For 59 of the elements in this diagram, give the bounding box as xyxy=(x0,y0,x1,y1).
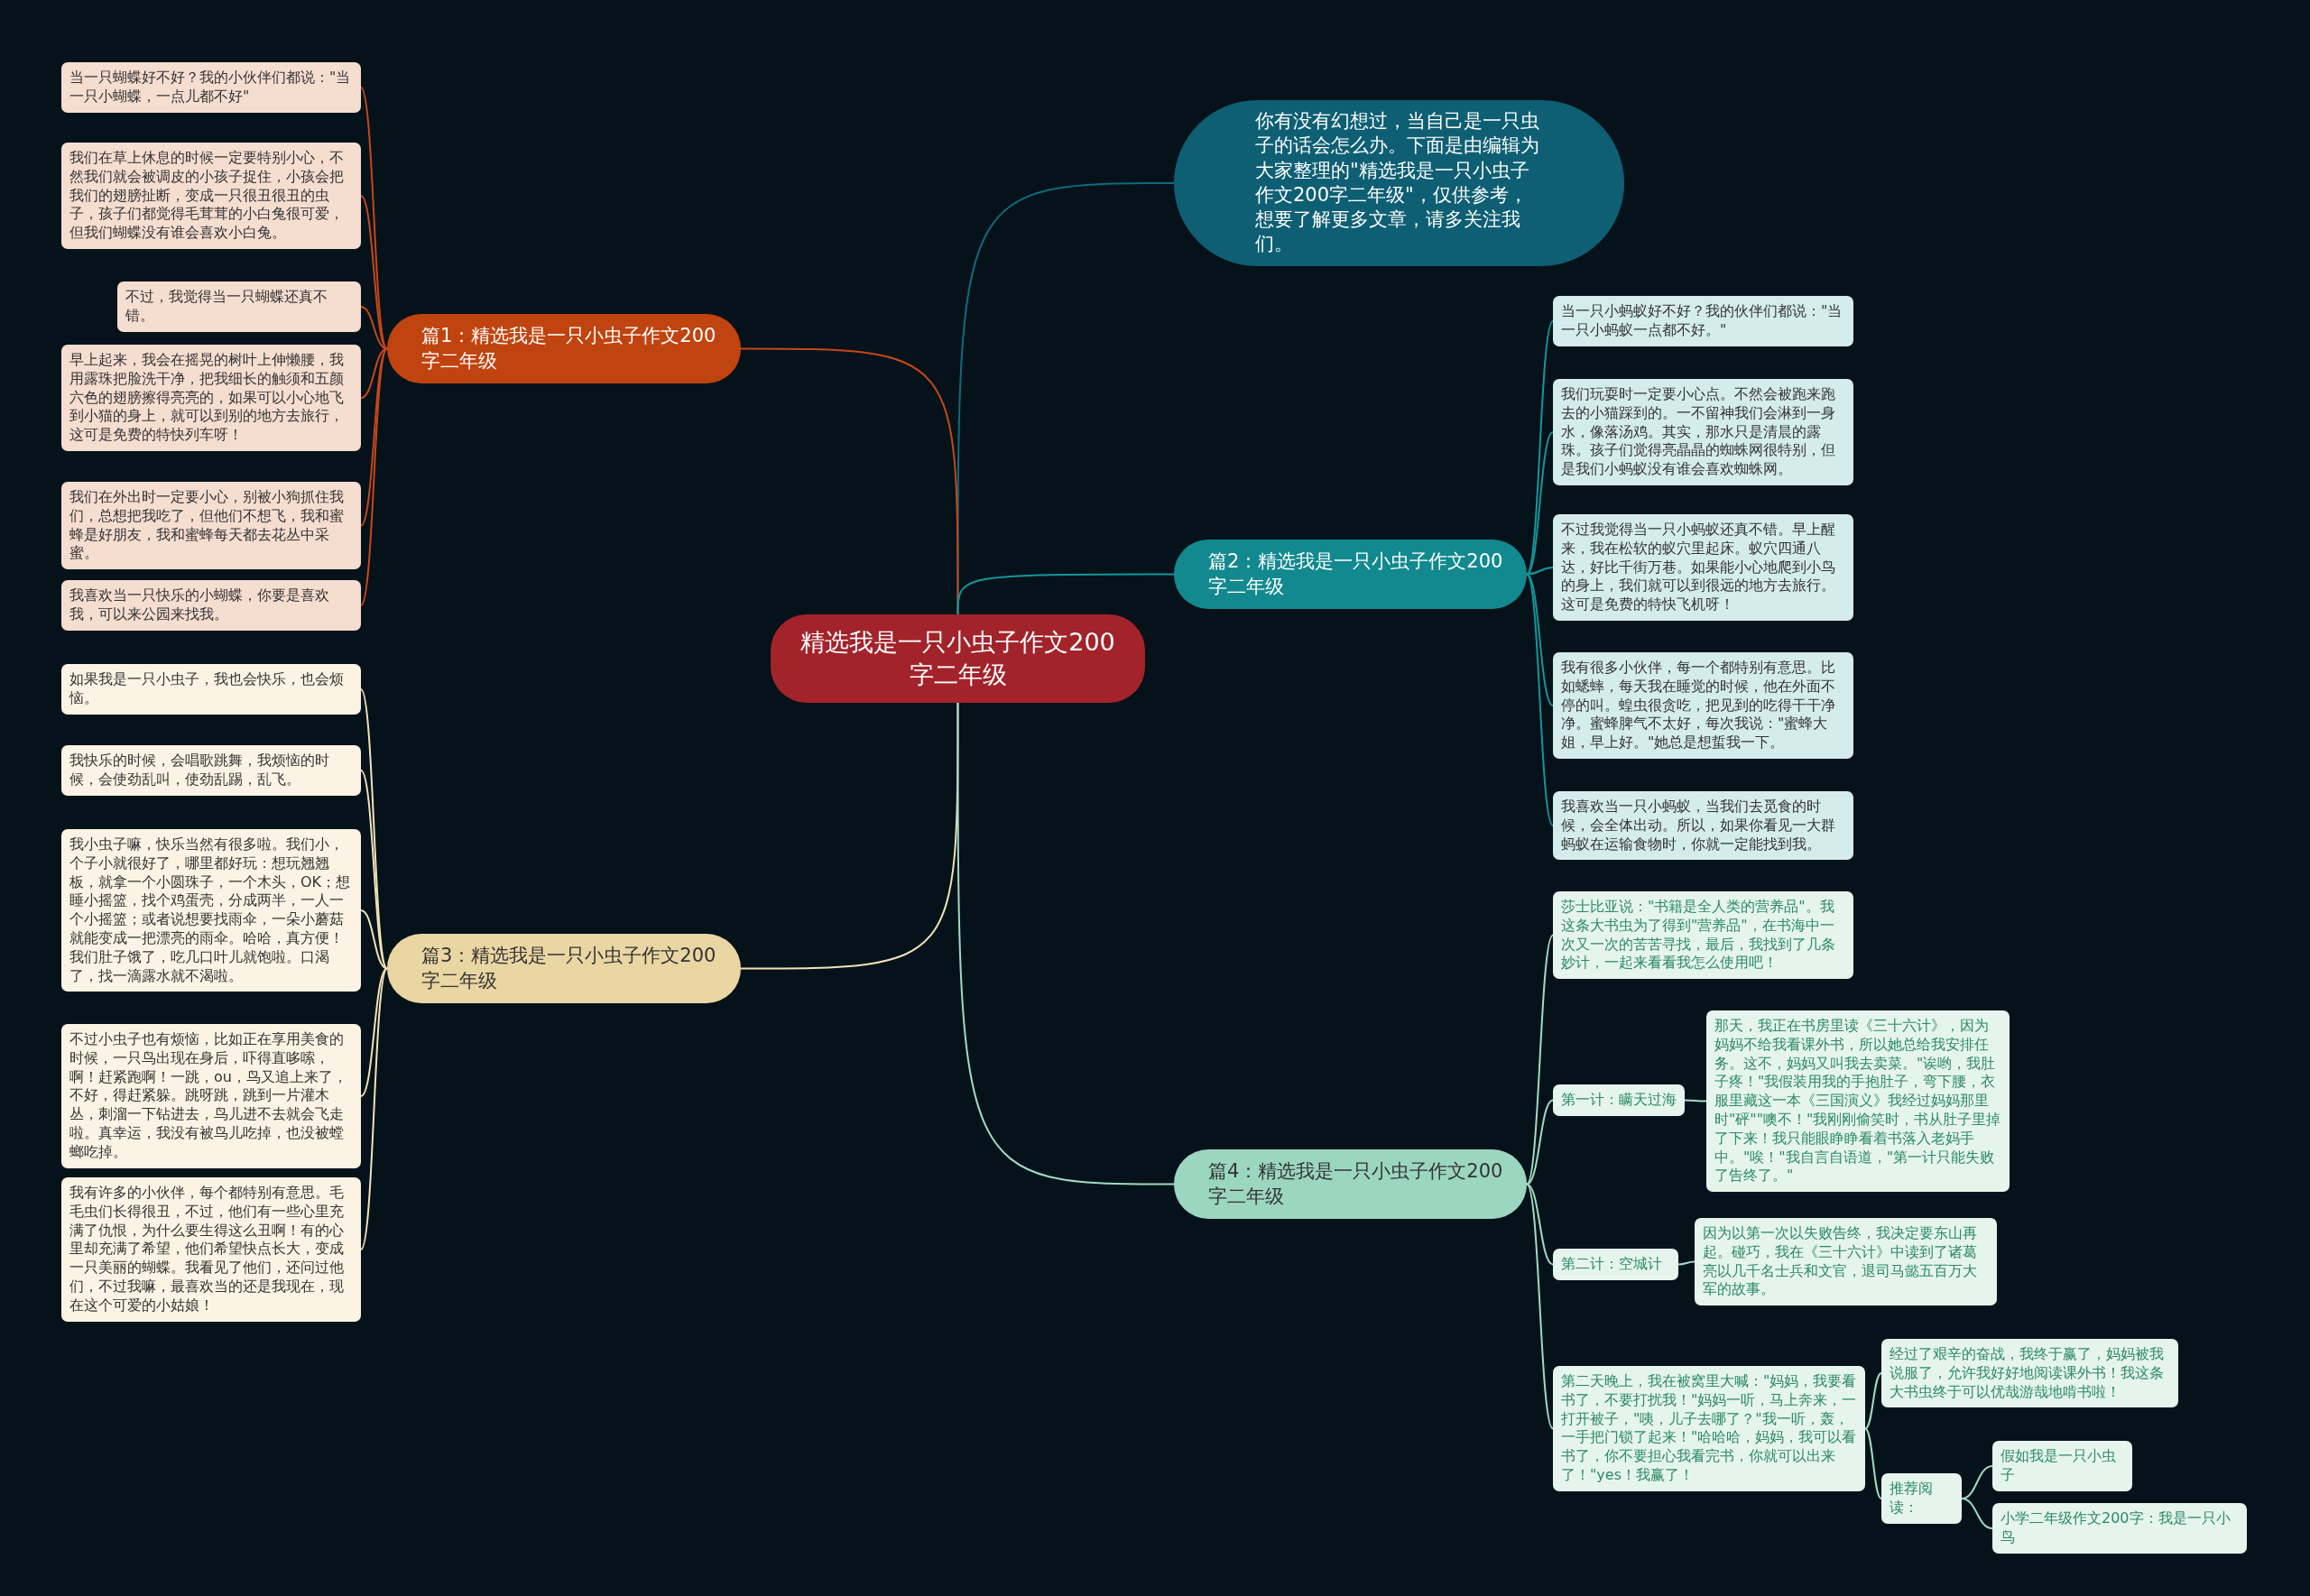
branch-topic: 篇1：精选我是一只小虫子作文200字二年级 xyxy=(387,314,741,383)
branch-topic: 篇3：精选我是一只小虫子作文200字二年级 xyxy=(387,934,741,1003)
connector xyxy=(1526,934,1554,1185)
connector xyxy=(1526,573,1554,706)
text-card: 莎士比亚说："书籍是全人类的营养品"。我这条大书虫为了得到"营养品"，在书海中一次又一次的苦苦寻找，最后，我找到了几条妙计，一起来看看我怎么使用吧！ xyxy=(1553,891,1853,980)
text-card: 我们在草上休息的时候一定要特别小心，不然我们就会被调皮的小孩子捉住，小孩会把我们的翅膀扯断，变成一只很丑很丑的虫子，孩子们都觉得毛茸茸的小白兔很可爱，但我们蝴蝶没有谁会喜欢小白兔。 xyxy=(61,143,361,249)
text-card: 早上起来，我会在摇晃的树叶上伸懒腰，我用露珠把脸洗干净，把我细长的触须和五颜六色的翅膀擦得亮亮的，如果可以小心地飞到小猫的身上，就可以到别的地方去旅行，这可是免费的特快列车呀！ xyxy=(61,345,361,451)
text-card: 如果我是一只小虫子，我也会快乐，也会烦恼。 xyxy=(61,664,361,715)
text-card: 我快乐的时候，会唱歌跳舞，我烦恼的时候，会使劲乱叫，使劲乱踢，乱飞。 xyxy=(61,745,361,796)
connector xyxy=(360,347,388,399)
text-card: 假如我是一只小虫子 xyxy=(1992,1441,2132,1491)
central-topic: 精选我是一只小虫子作文200字二年级 xyxy=(771,614,1145,703)
text-card: 那天，我正在书房里读《三十六计》，因为妈妈不给我看课外书，所以她总给我安排任务。这不，妈妈又叫我去卖菜。"诶哟，我肚子疼！"我假装用我的手抱肚子，弯下腰，衣服里藏这一本《三国演义》我经过妈妈那里时"砰""噢不！"我刚刚偷笑时，书从肚子里掉了下来！我只能眼睁睁看着书落入老妈手中。"唉！"我自言自语道，"第一计只能失败了告终了。" xyxy=(1706,1010,2010,1193)
text-card: 不过小虫子也有烦恼，比如正在享用美食的时候，一只鸟出现在身后，吓得直哆嗦，啊！赶紧跑啊！一跳，ou，鸟又追上来了，不好，得赶紧躲。跳呀跳，跳到一片灌木丛，刺溜一下钻进去，鸟儿进不去就会飞走啦。真幸运，我没有被鸟儿吃掉，也没被螳螂吃掉。 xyxy=(61,1024,361,1168)
text-card: 第二天晚上，我在被窝里大喊："妈妈，我要看书了，不要打扰我！"妈妈一听，马上奔来，一打开被子，"咦，儿子去哪了？"我一听，轰，一手把门锁了起来！"哈哈哈，妈妈，我可以看书了，你不要担心我看完书，你就可以出来了！"yes！我赢了！ xyxy=(1553,1366,1865,1491)
text-card: 不过我觉得当一只小蚂蚁还真不错。早上醒来，我在松软的蚁穴里起床。蚁穴四通八达，好比千街万巷。如果能小心地爬到小鸟的身上，我们就可以到很远的地方去旅行。这可是免费的特快飞机呀！ xyxy=(1553,514,1853,621)
connector xyxy=(360,347,388,606)
connector xyxy=(1526,573,1554,826)
connector xyxy=(360,770,388,970)
text-card: 小学二年级作文200字：我是一只小鸟 xyxy=(1992,1503,2247,1554)
connector xyxy=(360,347,388,527)
connector xyxy=(1526,1099,1554,1185)
text-card: 我喜欢当一只小蚂蚁，当我们去觅食的时候，会全体出动。所以，如果你看见一大群蚂蚁在运输食物时，你就一定能找到我。 xyxy=(1553,791,1853,861)
branch-topic: 篇4：精选我是一只小虫子作文200字二年级 xyxy=(1174,1149,1527,1219)
connector xyxy=(1526,1183,1554,1266)
text-card: 当一只小蚂蚁好不好？我的伙伴们都说："当一只小蚂蚁一点都不好。" xyxy=(1553,296,1853,346)
connector xyxy=(1526,567,1554,576)
connector xyxy=(956,182,1175,615)
text-card: 我有许多的小伙伴，每个都特别有意思。毛毛虫们长得很丑，不过，他们有一些心里充满了仇恨，为什么要生得这么丑啊！有的心里却充满了希望，他们希望快点长大，变成一只美丽的蝴蝶。我看见了他们，还问过他们，不过我嘛，最喜欢当的还是我现在，现在这个可爱的小姑娘！ xyxy=(61,1177,361,1322)
connector xyxy=(360,967,388,1250)
intro-bubble: 你有没有幻想过，当自己是一只虫子的话会怎么办。下面是由编辑为大家整理的"精选我是一只小虫子作文200字二年级"，仅供参考，想要了解更多文章，请多关注我们。 xyxy=(1174,100,1624,266)
connector xyxy=(740,702,959,970)
connector xyxy=(360,967,388,1097)
connector xyxy=(1526,1183,1554,1430)
connector xyxy=(1684,1099,1707,1102)
text-card: 我有很多小伙伴，每一个都特别有意思。比如蟋蟀，每天我在睡觉的时候，他在外面不停的叫。蝗虫很贪吃，把见到的吃得干干净净。蜜蜂脾气不太好，每次我说："蜜蜂大姐，早上好。"她总是想蜇我一下。 xyxy=(1553,652,1853,759)
text-card: 第二计：空城计 xyxy=(1553,1249,1678,1280)
connector xyxy=(1677,1260,1696,1266)
text-card: 当一只蝴蝶好不好？我的小伙伴们都说："当一只小蝴蝶，一点儿都不好" xyxy=(61,62,361,113)
connector xyxy=(360,909,388,970)
connector xyxy=(1864,1372,1882,1430)
connector xyxy=(1526,320,1554,576)
connector xyxy=(1961,1498,1993,1529)
text-card: 因为以第一次以失败告终，我决定要东山再起。碰巧，我在《三十六计》中读到了诸葛亮以几千名士兵和文官，退司马懿五百万大军的故事。 xyxy=(1695,1218,1997,1306)
text-card: 我小虫子嘛，快乐当然有很多啦。我们小，个子小就很好了，哪里都好玩：想玩翘翘板，就拿一个小圆珠子，一个木头，OK；想睡小摇篮，找个鸡蛋壳，分成两半，一人一个小摇篮；或者说想要找雨伞，一朵小蘑菇就能变成一把漂亮的雨伞。哈哈，真方便！我们肚子饿了，吃几口叶儿就饱啦。口渴了，找一滴露水就不渴啦。 xyxy=(61,829,361,992)
text-card: 我们在外出时一定要小心，别被小狗抓住我们，总想把我吃了，但他们不想飞，我和蜜蜂是好朋友，我和蜜蜂每天都去花丛中采蜜。 xyxy=(61,482,361,570)
connector xyxy=(1526,431,1554,576)
connector xyxy=(360,306,388,350)
text-card: 我喜欢当一只快乐的小蝴蝶，你要是喜欢我，可以来公园来找我。 xyxy=(61,580,361,631)
text-card: 经过了艰辛的奋战，我终于赢了，妈妈被我说服了，允许我好好地阅读课外书！我这条大书虫终于可以优哉游哉地啃书啦！ xyxy=(1881,1339,2178,1408)
connector xyxy=(956,573,1175,615)
text-card: 第一计：瞒天过海 xyxy=(1553,1084,1685,1116)
connector xyxy=(1864,1427,1882,1499)
branch-topic: 篇2：精选我是一只小虫子作文200字二年级 xyxy=(1174,540,1527,609)
connector xyxy=(956,702,1175,1185)
text-card: 推荐阅读： xyxy=(1881,1473,1962,1524)
text-card: 不过，我觉得当一只蝴蝶还真不错。 xyxy=(117,281,361,332)
connector xyxy=(360,195,388,350)
text-card: 我们玩耍时一定要小心点。不然会被跑来跑去的小猫踩到的。一不留神我们会淋到一身水，像落汤鸡。其实，那水只是清晨的露珠。孩子们觉得亮晶晶的蜘蛛网很特别，但是我们小蚂蚁没有谁会喜欢蜘蛛网。 xyxy=(1553,379,1853,485)
